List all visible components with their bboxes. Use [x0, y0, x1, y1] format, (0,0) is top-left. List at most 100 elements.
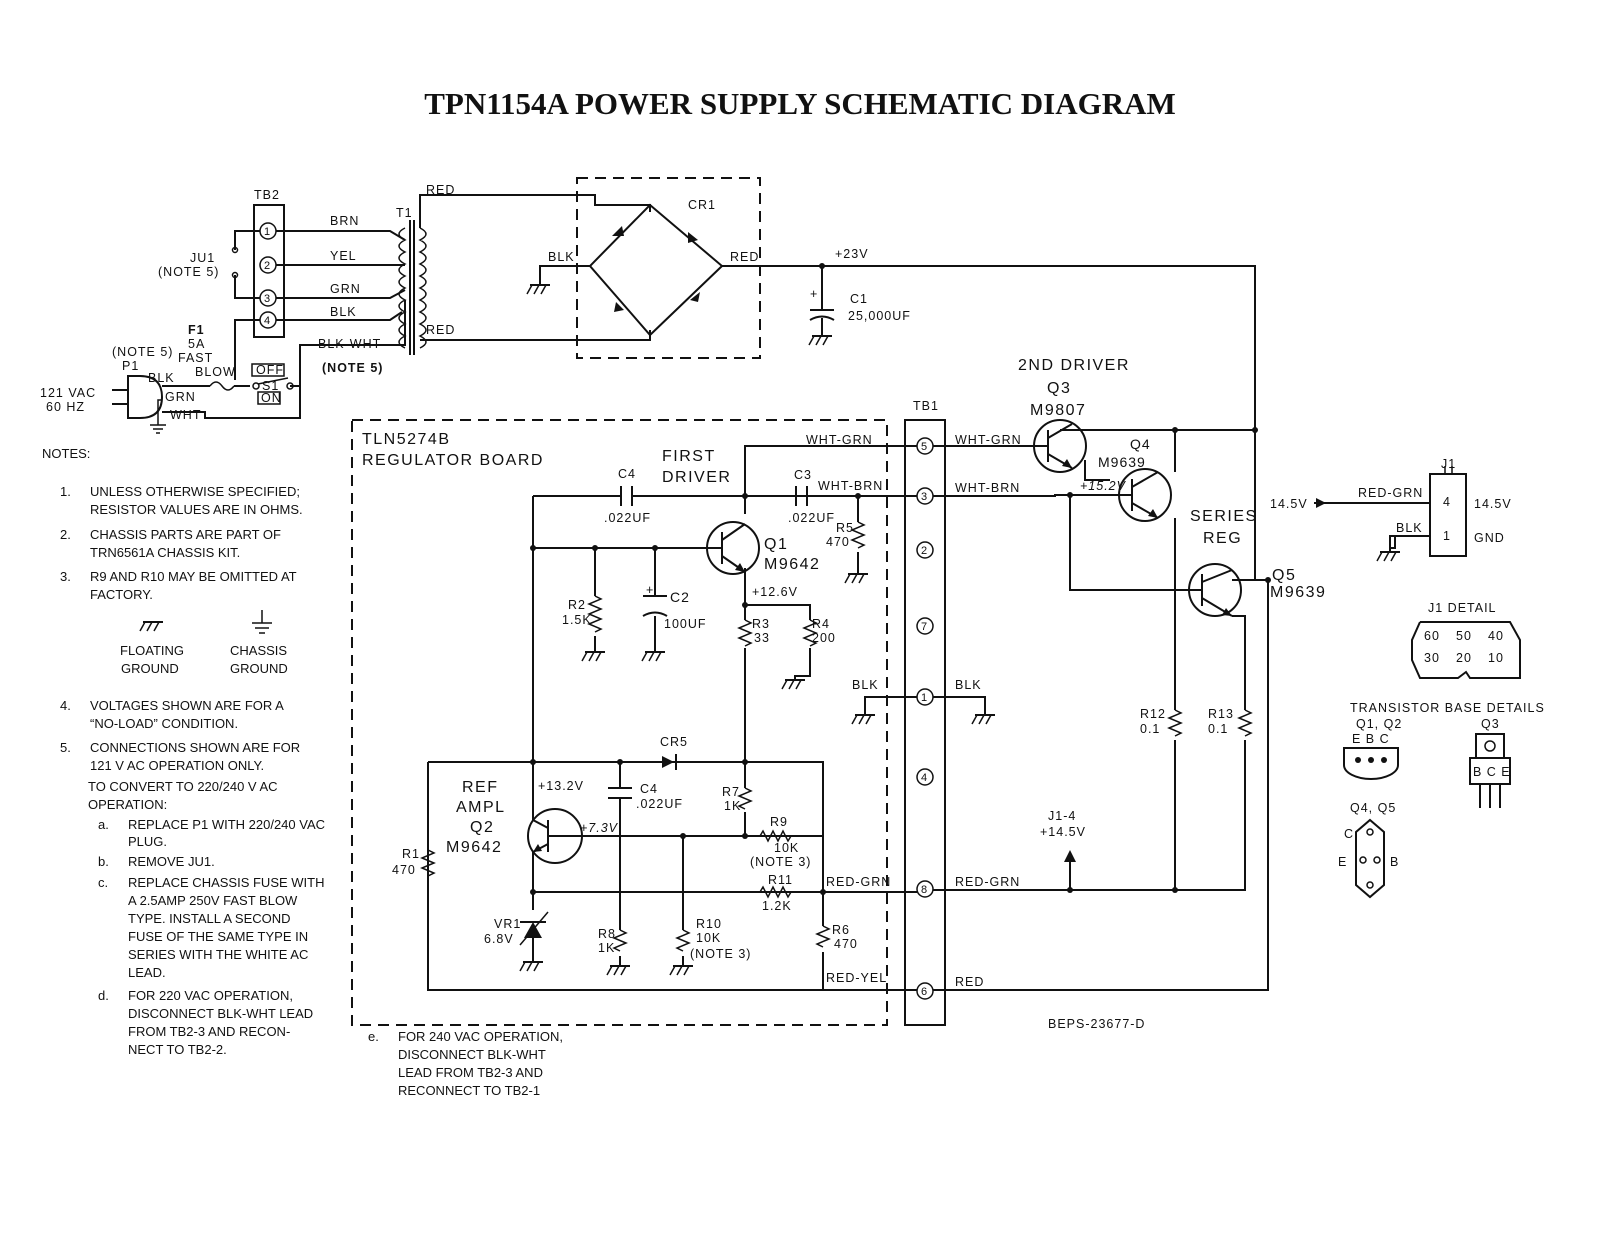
capacitor-c2: [642, 595, 668, 617]
capacitor-c3: [795, 486, 808, 506]
svg-text:CHASSIS: CHASSIS: [230, 643, 287, 658]
svg-text:8: 8: [921, 884, 927, 896]
r8-value: 1K: [598, 941, 615, 955]
vr1-value: 6.8V: [484, 932, 514, 946]
output-left-voltage: 14.5V: [1270, 497, 1308, 511]
svg-text:d.: d.: [98, 988, 109, 1003]
q2-part: M9642: [446, 839, 502, 856]
wire-brn-label: BRN: [330, 214, 359, 228]
svg-text:REPLACE P1 WITH 220/240 VAC: REPLACE P1 WITH 220/240 VAC: [128, 817, 325, 832]
svg-text:UNLESS OTHERWISE SPECIFIED;: UNLESS OTHERWISE SPECIFIED;: [90, 484, 300, 499]
output-wire-blk: BLK: [1396, 521, 1423, 535]
series-reg-line-2: REG: [1203, 530, 1242, 547]
svg-text:TRN6561A CHASSIS KIT.: TRN6561A CHASSIS KIT.: [90, 545, 240, 560]
r13-value: 0.1: [1208, 722, 1228, 736]
q3-label: Q3: [1047, 380, 1071, 397]
mains-line-2: 60 HZ: [46, 400, 85, 414]
blk-right-label: BLK: [955, 678, 982, 692]
tb1-terminal: 4: [916, 768, 934, 786]
transistor-q1: [706, 521, 760, 575]
cr5-label: CR5: [660, 735, 688, 749]
svg-text:GROUND: GROUND: [121, 661, 179, 676]
wire-red-yel-board: RED-YEL: [826, 971, 887, 985]
svg-text:LEAD.: LEAD.: [128, 965, 166, 980]
ref-amp-line-2: AMPL: [456, 799, 506, 816]
r3-label: R3: [752, 617, 770, 631]
fuse-rating: 5A: [188, 337, 205, 351]
resistor-r12: [1167, 709, 1183, 737]
jumper-ju1: [231, 246, 239, 279]
resistor-r3: [737, 619, 753, 647]
to92-package-icon: [1343, 747, 1399, 780]
tb1-terminal: 5: [916, 437, 934, 455]
switch-label: S1: [262, 379, 279, 393]
svg-text:4: 4: [264, 315, 270, 327]
rectifier-red-label: RED: [730, 250, 759, 264]
svg-text:R9 AND R10 MAY BE OMITTED AT: R9 AND R10 MAY BE OMITTED AT: [90, 569, 297, 584]
svg-text:3: 3: [921, 491, 927, 503]
to3-pin-e: E: [1338, 855, 1347, 869]
svg-text:VOLTAGES SHOWN ARE FOR A: VOLTAGES SHOWN ARE FOR A: [90, 698, 284, 713]
j1-connector: [1314, 466, 1467, 557]
tb2-terminal: 3: [259, 289, 277, 307]
c4-label: C4: [640, 782, 658, 796]
bridge-rectifier-cr1: [526, 203, 724, 337]
c2-plus: +: [646, 583, 654, 597]
svg-text:2: 2: [264, 260, 270, 272]
svg-text:c.: c.: [98, 875, 108, 890]
wire-wht-grn-out: WHT-GRN: [955, 433, 1022, 447]
r5-label: R5: [836, 521, 854, 535]
j1-detail-pin: 20: [1456, 651, 1472, 665]
r10-label: R10: [696, 917, 722, 931]
regulator-wiring: [427, 445, 986, 991]
transistor-q3: [1033, 419, 1087, 473]
r11-value: 1.2K: [762, 899, 792, 913]
output-right-voltage: 14.5V: [1474, 497, 1512, 511]
svg-text:SERIES WITH THE WHITE AC: SERIES WITH THE WHITE AC: [128, 947, 308, 962]
svg-text:b.: b.: [98, 854, 109, 869]
vr1-label: VR1: [494, 917, 521, 931]
q4-part: M9639: [1098, 454, 1146, 470]
chassis-ground-legend-icon: [252, 610, 272, 634]
q2-base-voltage: +7.3V: [580, 821, 619, 835]
resistor-r13: [1237, 709, 1253, 737]
r6-label: R6: [832, 923, 850, 937]
q3-detail-label: Q3: [1481, 717, 1500, 731]
svg-text:6: 6: [921, 986, 927, 998]
wire-wht-grn-board: WHT-GRN: [806, 433, 873, 447]
to220-package-icon: [1469, 733, 1511, 808]
tb1-terminal: 3: [916, 487, 934, 505]
ref-amp-line-1: REF: [462, 779, 499, 796]
to3-package-icon: [1355, 818, 1385, 899]
q3-pin-labels: B C E: [1473, 765, 1511, 779]
supply-rail: [722, 265, 1256, 430]
power-switch-s1[interactable]: [251, 363, 300, 405]
capacitor-c4: [608, 787, 632, 799]
output-gnd-label: GND: [1474, 531, 1505, 545]
svg-text:RECONNECT TO TB2-1: RECONNECT TO TB2-1: [398, 1083, 540, 1098]
svg-text:“NO-LOAD” CONDITION.: “NO-LOAD” CONDITION.: [90, 716, 238, 731]
r2-label: R2: [568, 598, 586, 612]
j1-detail-pin: 60: [1424, 629, 1440, 643]
r6-value: 470: [834, 937, 858, 951]
resistor-r9: [759, 829, 792, 843]
first-driver-line-1: FIRST: [662, 448, 716, 465]
mains-line-1: 121 VAC: [40, 386, 96, 400]
r9-note: (NOTE 3): [750, 855, 811, 869]
q4-label: Q4: [1130, 436, 1151, 452]
tb1-terminal: 6: [916, 982, 934, 1000]
plug-wire-blk: BLK: [148, 371, 175, 385]
j1-4-label: J1-4: [1048, 809, 1076, 823]
wire-note-label: (NOTE 5): [322, 361, 383, 375]
resistor-r11: [759, 885, 792, 899]
r1-label: R1: [402, 847, 420, 861]
c1-value: 25,000UF: [848, 309, 911, 323]
q1q2-detail-label: Q1, Q2: [1356, 717, 1402, 731]
svg-text:FROM TB2-3 AND RECON-: FROM TB2-3 AND RECON-: [128, 1024, 290, 1039]
tb2-terminal: 1: [259, 222, 277, 240]
resistor-r8: [612, 929, 628, 952]
r13-label: R13: [1208, 707, 1234, 721]
notes-heading: NOTES:: [42, 446, 90, 461]
capacitor-c4-top: [620, 486, 633, 506]
svg-text:e.: e.: [368, 1029, 379, 1044]
